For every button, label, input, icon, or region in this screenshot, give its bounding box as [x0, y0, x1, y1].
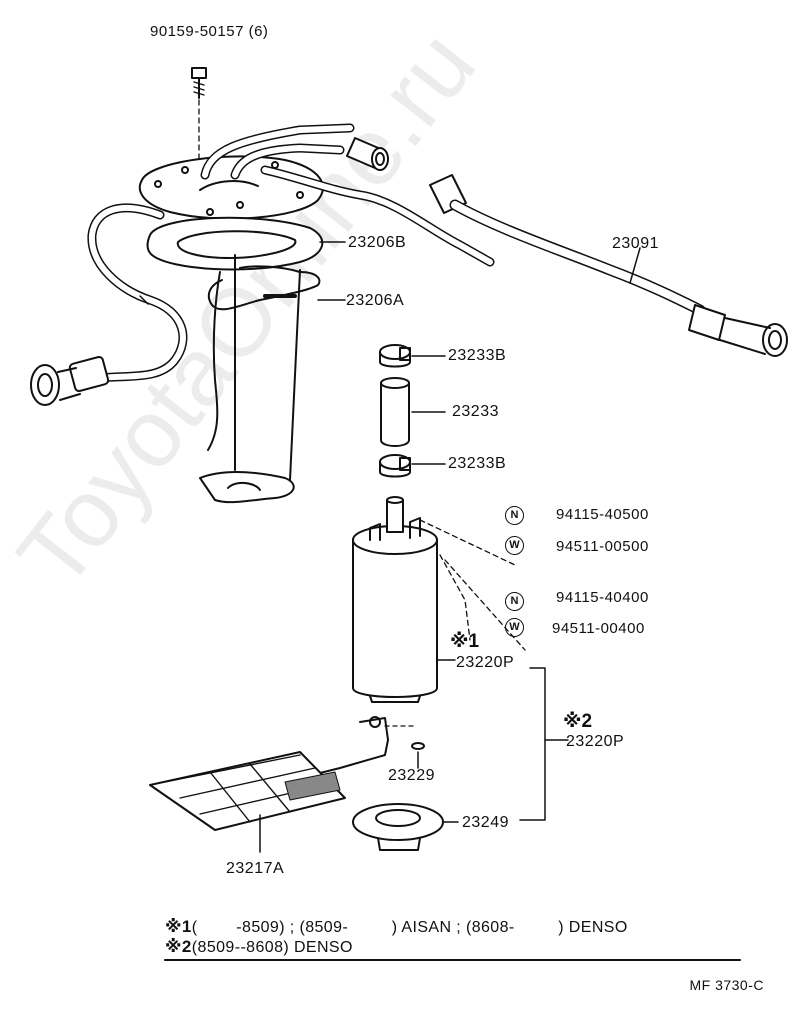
nut-symbol-1: N [505, 506, 524, 525]
clamp-top-part [379, 344, 446, 368]
washer-symbol-1: W [505, 536, 524, 555]
label-23233b-bottom: 23233B [448, 455, 507, 472]
note-1-mark: ※1 [165, 917, 192, 936]
note-line-1: ※1( -8509) ; (8509- ) AISAN ; (8608- ) D… [165, 918, 628, 936]
nut-symbol-2: N [505, 592, 524, 611]
pump-callout-lines [519, 667, 569, 821]
clamp-bottom-part [379, 454, 446, 478]
sender-plate [138, 155, 324, 220]
label-23091: 23091 [612, 235, 659, 252]
label-bolt: 90159-50157 (6) [150, 23, 269, 40]
hose-lines [87, 123, 495, 383]
fuel-hose-23091 [429, 174, 788, 357]
label-94115-40500: 94115-40500 [556, 506, 649, 523]
label-23206a: 23206A [346, 292, 405, 309]
label-23220p-2: 23220P [566, 733, 625, 750]
gasket-small-part [384, 725, 425, 769]
label-94511-00400: 94511-00400 [552, 620, 645, 637]
left-connector [30, 355, 110, 406]
label-94115-40400: 94115-40400 [556, 589, 649, 606]
note-mark-2: ※2 [563, 711, 593, 732]
bracket-23206a [199, 254, 346, 504]
diagram-code: MF 3730-C [689, 977, 764, 993]
washer-symbol-2: W [505, 618, 524, 637]
label-23249: 23249 [462, 814, 509, 831]
fuel-pump-23220p [352, 496, 526, 703]
hose-23233-part [380, 377, 446, 447]
cushion-23249 [352, 803, 459, 851]
filter-23217a [149, 751, 346, 853]
note-line-2: ※2(8509--8608) DENSO [165, 938, 353, 956]
label-23217a: 23217A [226, 860, 285, 877]
label-23233: 23233 [452, 403, 499, 420]
label-23206b: 23206B [348, 234, 407, 251]
label-23233b-top: 23233B [448, 347, 507, 364]
note-1-text: ( -8509) ; (8509- ) AISAN ; (8608- ) DEN… [191, 919, 628, 936]
note-2-mark: ※2 [165, 937, 192, 956]
bolt-part [191, 67, 207, 171]
filter-arm [299, 716, 389, 779]
note-2-text: (8509--8608) DENSO [191, 939, 353, 956]
label-23229: 23229 [388, 767, 435, 784]
label-94511-00500: 94511-00500 [556, 538, 649, 555]
note-mark-1: ※1 [450, 631, 480, 652]
gasket-23206b [146, 216, 346, 271]
label-23220p-1: 23220P [456, 654, 515, 671]
